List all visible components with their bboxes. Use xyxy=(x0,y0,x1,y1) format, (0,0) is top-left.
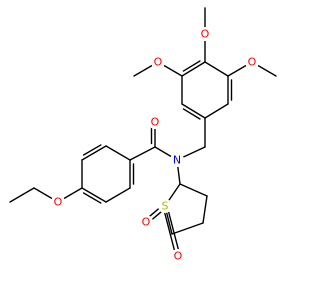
bond-Ra6-Ra1 xyxy=(204,103,229,119)
bond-Rb1-Rb2 xyxy=(105,187,131,203)
bond-Rb4-Rb5-b xyxy=(82,144,102,156)
bond-S-Os2-b xyxy=(166,204,181,257)
atom-label-O_sulfonyl_bottom: O xyxy=(174,250,183,263)
bond-Ce1-Ce2 xyxy=(9,187,35,203)
atom-bg-S_ring xyxy=(158,199,172,213)
atom-bg-O_ethoxy xyxy=(51,195,65,209)
bond-Ra3-Ra4-a xyxy=(181,61,206,77)
atom-bg-N_amide xyxy=(170,153,184,167)
bond-Ra1-Ra2-b xyxy=(182,108,201,120)
atom-label-O_methoxy_left: O xyxy=(154,56,163,69)
bond-Rb2-Rb3-a xyxy=(81,187,107,203)
bond-C1-C3 xyxy=(129,146,156,161)
atom-bg-O_methoxy_left xyxy=(151,55,165,69)
atom-bg-O_sulfonyl_top xyxy=(139,215,153,229)
atom-label-O_methoxy_right: O xyxy=(248,56,257,69)
atom-bg-O_methoxy_top xyxy=(198,27,212,41)
atom-bg-O_sulfonyl_bottom xyxy=(171,249,185,263)
bond-Ra1-Ra2-a xyxy=(181,103,206,119)
atom-label-O_ethoxy: O xyxy=(54,196,63,209)
bond-Rb2-Rb3-b xyxy=(82,192,102,204)
atom-label-O_carbonyl: O xyxy=(151,116,160,129)
atom-label-O_methoxy_top: O xyxy=(201,28,210,41)
bond-T3-T4 xyxy=(171,222,204,235)
bond-S-Os2-a xyxy=(162,205,177,258)
bond-Rb5-C3 xyxy=(105,145,131,161)
atom-label-N_amide: N xyxy=(173,154,181,167)
bond-Ra3-Ra4-b xyxy=(182,60,201,72)
atom-bg-O_methoxy_right xyxy=(245,55,259,69)
atom-label-S_ring: S xyxy=(162,200,169,213)
atom-bg-O_carbonyl xyxy=(148,115,162,129)
bond-T1-T2 xyxy=(179,183,208,197)
atom-label-O_sulfonyl_top: O xyxy=(142,216,151,229)
bond-Rb4-Rb5-a xyxy=(81,145,107,161)
bond-Ra4-Ra5 xyxy=(204,61,229,77)
bond-T2-T3 xyxy=(202,195,208,224)
